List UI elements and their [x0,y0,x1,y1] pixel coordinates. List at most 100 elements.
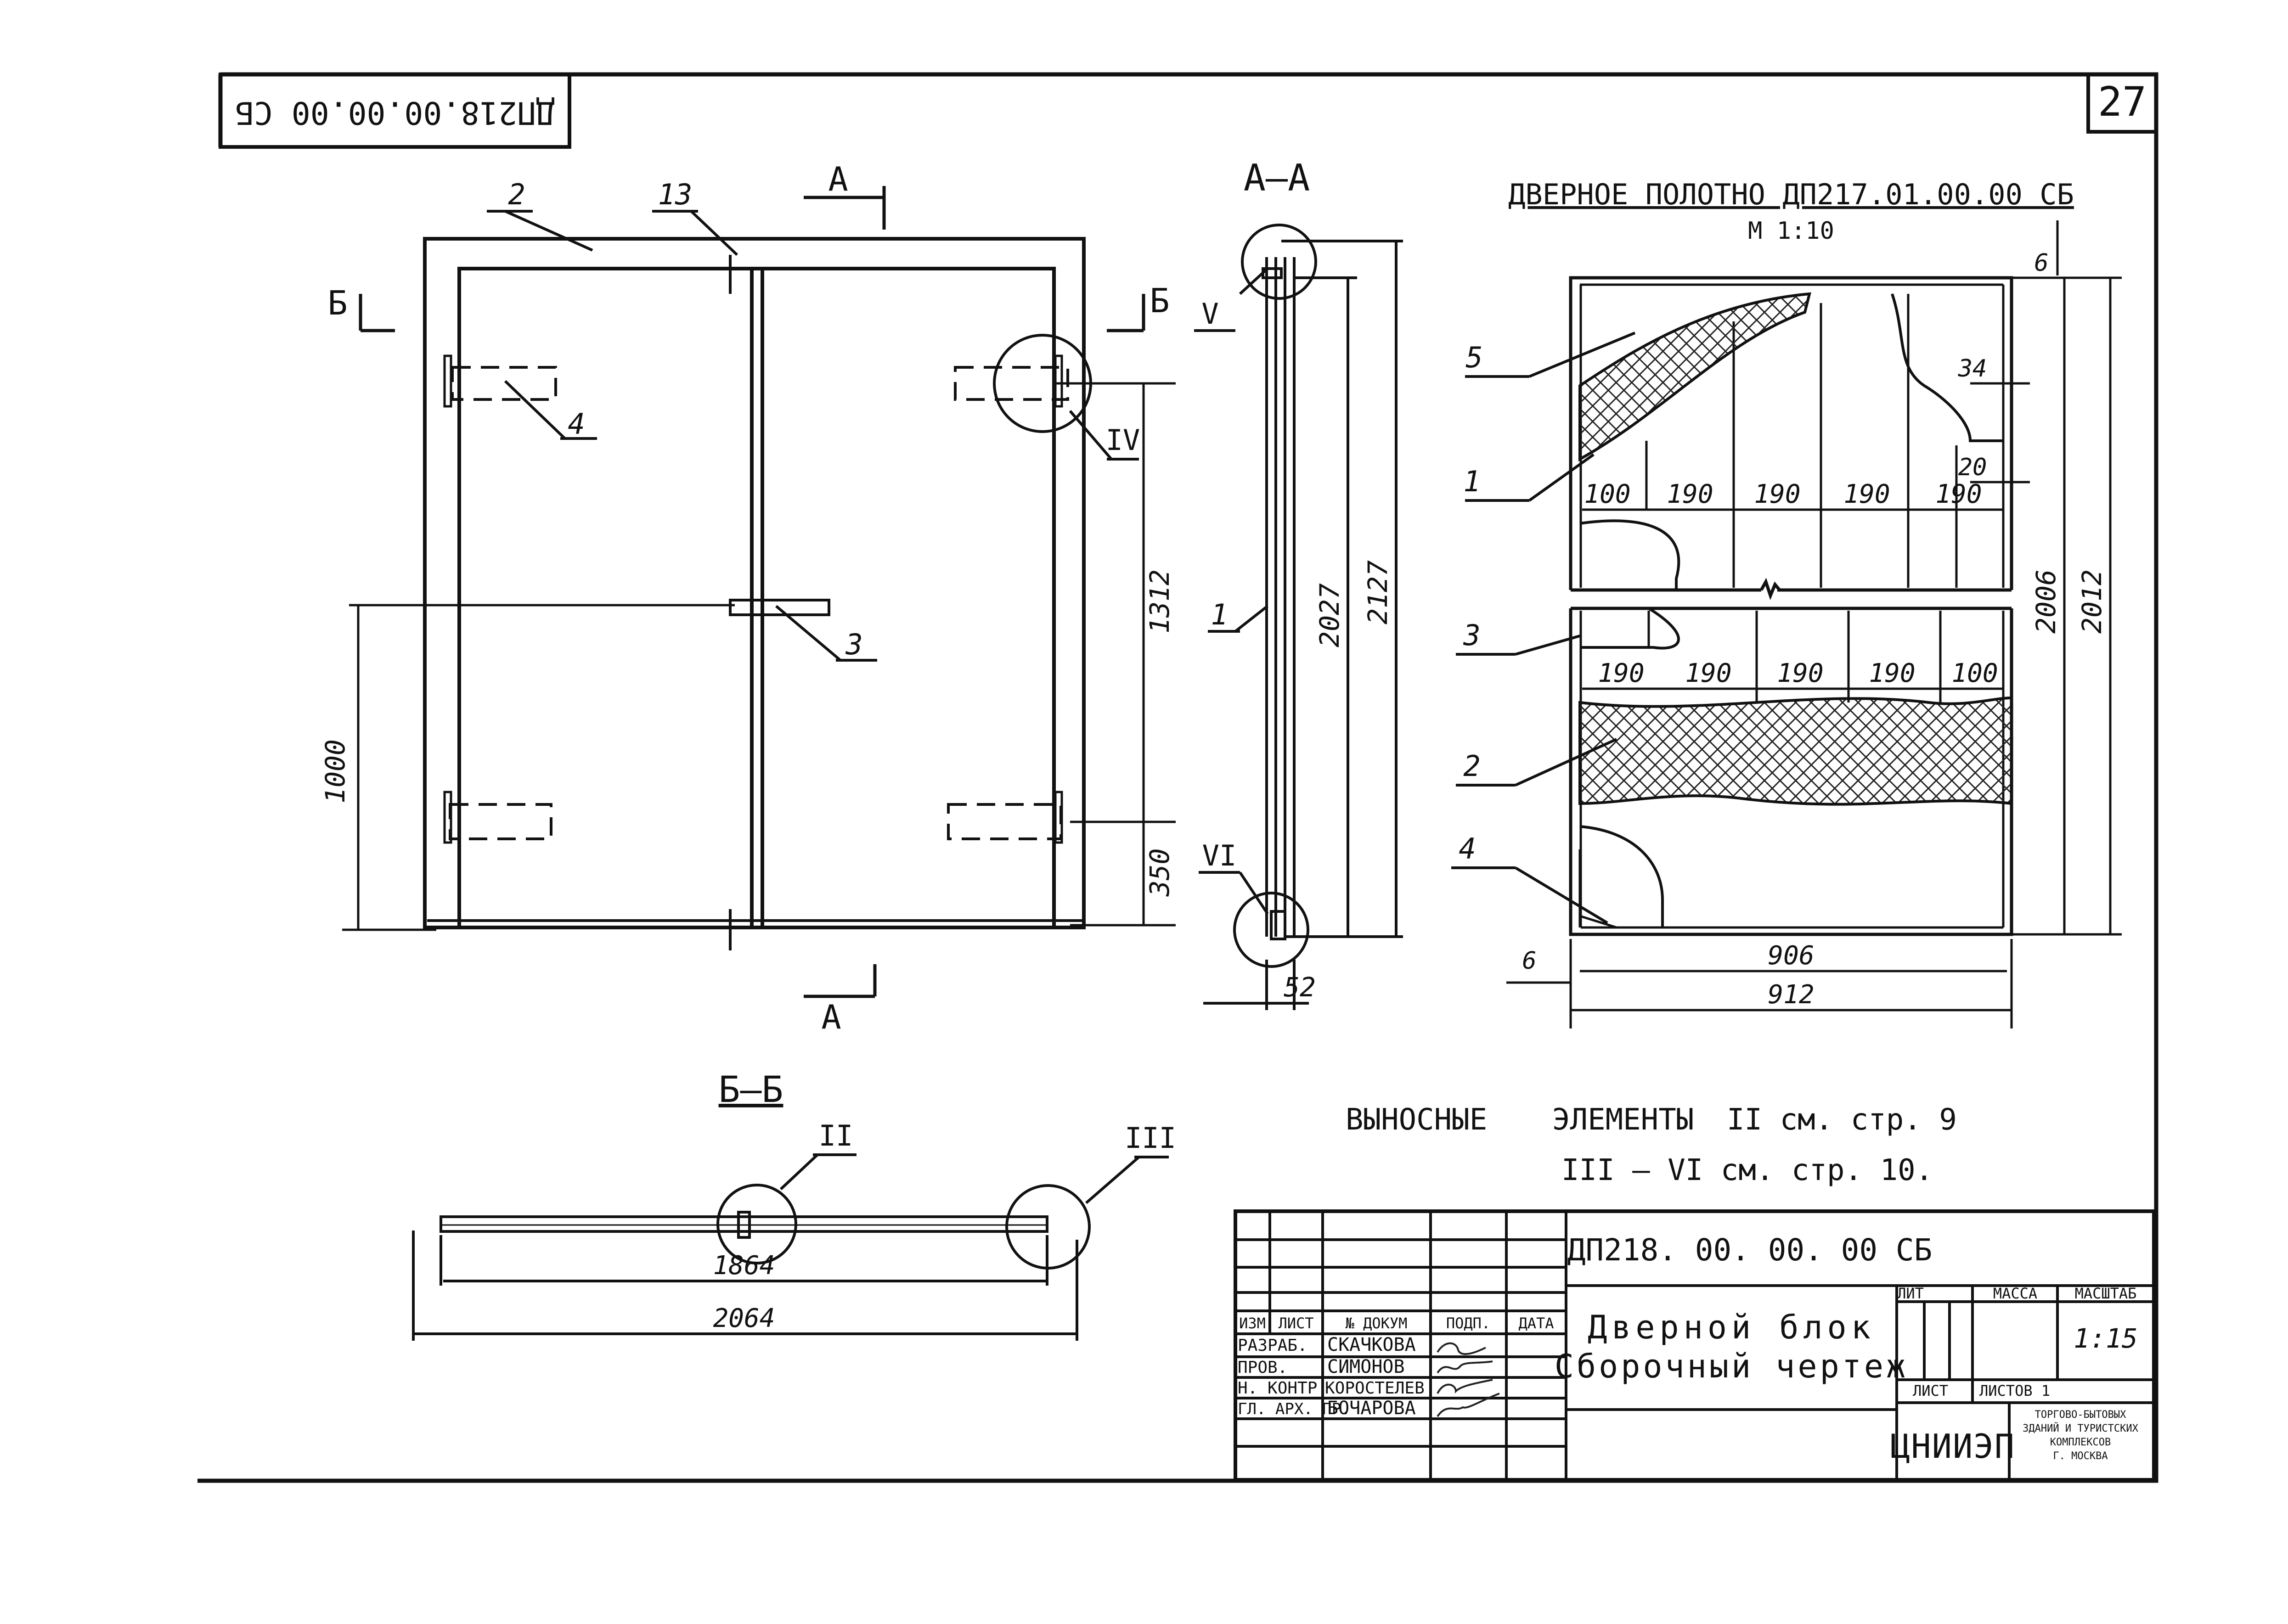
section-a-markers [804,186,886,998]
section-bb-view [412,1153,1169,1341]
note-word-2: ЭЛЕМЕНТЫ [1552,1103,1694,1137]
dim-2012: 2012 [2076,569,2108,634]
dim-34: 34 [1958,355,1987,382]
section-b-mark-left: Б [327,284,347,322]
front-callout-leaders [487,210,1139,662]
section-aa-title: А—А [1244,157,1310,199]
callout-2: 2 [508,178,525,211]
title-designation: ДП218. 00. 00. 00 СБ [1567,1232,1933,1268]
section-aa-view [1194,224,1403,1010]
page-number: 27 [2098,78,2147,125]
dim-1864: 1864 [713,1251,775,1281]
dim-bot-1: 190 [1598,658,1644,688]
callout-3: 3 [845,628,862,661]
scale-label: МАСШТАБ [2075,1285,2137,1302]
dim-912: 912 [1768,980,1814,1010]
section-a-mark-bottom: А [821,998,841,1036]
dim-52: 52 [1284,972,1316,1003]
leaf-dims-top-row: 100 190 190 190 190 [1584,479,1982,509]
org-line-1: ТОРГОВО-БЫТОВЫХ [2035,1409,2126,1421]
door-leaf-view [1569,276,2013,936]
leaf-dims-bottom-row: 190 190 190 190 100 [1598,658,1998,688]
mass-label: МАССА [1993,1285,2037,1302]
note-word-1: ВЫНОСНЫЕ [1346,1103,1487,1137]
dim-906: 906 [1768,941,1814,971]
door-leaf-title: ДВЕРНОЕ ПОЛОТНО ДП217.01.00.00 СБ [1508,178,2074,211]
callout-ii: II [819,1119,853,1152]
dim-bot-5: 100 [1951,658,1998,688]
name-skachkova: СКАЧКОВА [1327,1334,1416,1355]
org-line-2: ЗДАНИЙ И ТУРИСТСКИХ [2023,1422,2138,1434]
callout-4: 4 [568,407,585,441]
header-doc: № ДОКУМ [1346,1315,1408,1332]
note-ref-1: II см. стр. 9 [1727,1103,1957,1137]
dim-bot-3: 190 [1777,658,1823,688]
leaf-dim-lines [1506,220,2122,1028]
org-text: ТОРГОВО-БЫТОВЫХ ЗДАНИЙ И ТУРИСТСКИХ КОМП… [2023,1409,2138,1462]
rotated-code-box: ДП218.00.00.00 СБ [219,73,571,149]
title-block-headers: ИЗМ ЛИСТ № ДОКУМ ПОДП. ДАТА [1239,1315,1554,1332]
sheets-label: ЛИСТОВ 1 [1979,1382,2050,1399]
callout-vi: VI [1202,839,1237,872]
dim-top-1: 100 [1584,479,1630,509]
rotated-code: ДП218.00.00.00 СБ [235,94,555,130]
role-razrab: РАЗРАБ. [1238,1336,1307,1355]
header-date: ДАТА [1518,1315,1554,1332]
dim-top-5: 190 [1935,479,1982,509]
section-bb-title: Б—Б [719,1069,783,1111]
dim-2064: 2064 [713,1304,775,1333]
lit-label: ЛИТ [1897,1285,1924,1302]
dim-6-top: 6 [2034,249,2048,277]
org-line-3: КОМПЛЕКСОВ [2050,1437,2111,1448]
name-bocharova: БОЧАРОВА [1327,1398,1416,1419]
title-block [1234,1209,2156,1482]
leaf-callout-4: 4 [1459,832,1476,865]
name-simonov: СИМОНОВ [1327,1356,1405,1377]
callout-v: V [1201,297,1218,331]
name-korostelev: КОРОСТЕЛЕВ [1325,1379,1425,1398]
dim-1312: 1312 [1144,569,1175,634]
front-dimension-lines [342,382,1176,931]
dim-1000: 1000 [320,739,351,804]
dim-2027: 2027 [1314,583,1345,647]
page-number-box: 27 [2086,73,2158,134]
role-nkontr: Н. КОНТР. [1238,1379,1327,1398]
dim-2127: 2127 [1362,560,1393,624]
section-b-markers [359,294,1145,332]
sheet-label: ЛИСТ [1913,1382,1948,1399]
leaf-callout-5: 5 [1465,341,1482,374]
header-sign: ПОДП. [1446,1315,1490,1332]
callout-iv: IV [1106,423,1140,457]
front-view [423,237,1092,950]
dim-bot-2: 190 [1685,658,1731,688]
title-name-line1: Дверной блок [1588,1309,1875,1346]
dim-2006: 2006 [2030,569,2062,634]
leaf-callout-3: 3 [1463,618,1480,652]
dim-6-bottom: 6 [1522,947,1536,975]
callout-13: 13 [658,178,693,211]
door-leaf-leaders [1451,332,1636,924]
dim-350: 350 [1144,849,1175,897]
notes: ВЫНОСНЫЕ ЭЛЕМЕНТЫ II см. стр. 9 III – VI… [1346,1103,1957,1187]
org-logo: ЦНИИЭП [1890,1427,2015,1466]
scale-value: 1:15 [2074,1323,2138,1354]
dim-top-4: 190 [1843,479,1890,509]
dim-bot-4: 190 [1869,658,1915,688]
section-b-mark-right: Б [1150,281,1169,320]
callout-aa-1: 1 [1211,598,1228,631]
role-glarh: ГЛ. АРХ. ПР. [1238,1400,1351,1418]
title-block-roles: РАЗРАБ. ПРОВ. Н. КОНТР. ГЛ. АРХ. ПР. СКА… [1238,1334,1425,1419]
signatures [1437,1342,1500,1417]
role-prov: ПРОВ. [1238,1358,1287,1377]
section-a-mark-top: А [828,160,848,198]
header-list: ЛИСТ [1278,1315,1313,1332]
header-izm: ИЗМ [1239,1315,1266,1332]
title-name-line2: Сборочный чертеж [1555,1348,1908,1385]
dim-top-3: 190 [1754,479,1800,509]
dim-20: 20 [1958,454,1987,481]
leaf-callout-2: 2 [1463,749,1480,783]
leaf-callout-1: 1 [1463,465,1480,498]
door-leaf-scale: М 1:10 [1748,217,1834,245]
note-ref-2: III – VI см. стр. 10. [1561,1153,1933,1187]
